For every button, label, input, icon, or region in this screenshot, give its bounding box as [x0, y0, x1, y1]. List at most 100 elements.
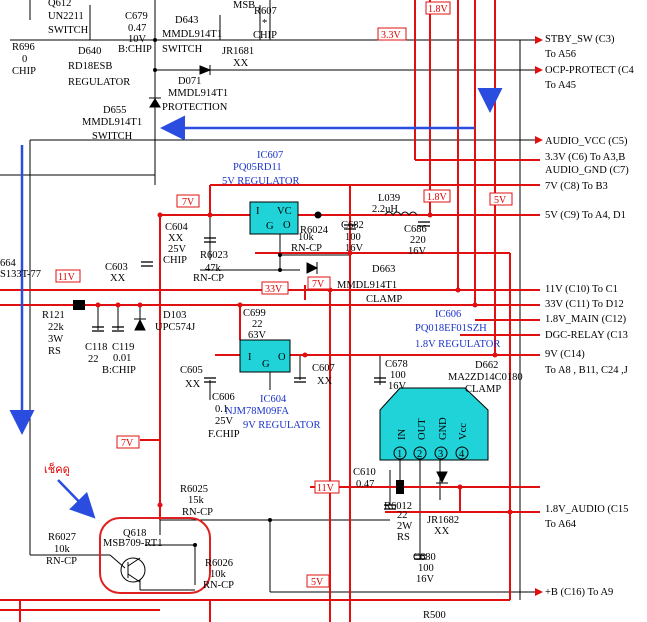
svg-text:16V: 16V — [416, 574, 435, 585]
svg-text:C607: C607 — [312, 363, 335, 374]
svg-text:C603: C603 — [105, 262, 128, 273]
svg-text:C605: C605 — [180, 365, 203, 376]
svg-text:F.CHIP: F.CHIP — [208, 429, 240, 440]
highlight-circle — [99, 517, 211, 594]
svg-text:3.3V: 3.3V — [381, 30, 402, 41]
conn-1v8-audio: 1.8V_AUDIO (C15 — [545, 504, 628, 515]
svg-text:R6023: R6023 — [200, 250, 228, 261]
diode-d662 — [436, 471, 448, 484]
annotation-check: เช็คดู — [44, 462, 70, 476]
blue-arrows — [9, 88, 503, 519]
svg-text:D643: D643 — [175, 15, 198, 26]
svg-text:22: 22 — [397, 510, 408, 521]
tag-7v-lower: 7V — [116, 435, 140, 449]
svg-text:7V: 7V — [182, 197, 195, 208]
ic606-desc: 1.8V REGULATOR — [415, 339, 500, 350]
conn-9v: 9V (C14) — [545, 349, 585, 360]
svg-text:22: 22 — [252, 319, 263, 330]
svg-text:SWITCH: SWITCH — [48, 25, 89, 36]
svg-text:16V: 16V — [408, 246, 427, 257]
diode-d663 — [306, 262, 319, 274]
svg-text:5V: 5V — [311, 577, 324, 588]
svg-text:16V: 16V — [388, 381, 407, 392]
svg-text:63V: 63V — [248, 330, 267, 341]
svg-text:*: * — [262, 18, 267, 29]
svg-text:CLAMP: CLAMP — [366, 294, 402, 305]
ic606-regulator: IN OUT GND Vcc 1 2 3 4 — [379, 387, 489, 461]
ic606-pin-out: OUT — [417, 418, 428, 440]
svg-text:C118: C118 — [85, 342, 107, 353]
svg-text:CHIP: CHIP — [253, 30, 277, 41]
svg-text:D071: D071 — [178, 76, 201, 87]
ic607-pin-vc: VC — [277, 206, 292, 217]
svg-text:1.8V: 1.8V — [428, 4, 449, 15]
ic604-part: NJM78M09FA — [225, 406, 289, 417]
ic606-num-3: 3 — [438, 449, 443, 460]
svg-text:RN-CP: RN-CP — [46, 556, 77, 567]
svg-text:C606: C606 — [212, 392, 235, 403]
svg-text:XX: XX — [185, 379, 201, 390]
svg-text:11V: 11V — [58, 272, 76, 283]
ic604-desc: 9V REGULATOR — [243, 420, 321, 431]
svg-text:RS: RS — [397, 532, 410, 543]
svg-text:25V: 25V — [168, 244, 187, 255]
svg-text:0.01: 0.01 — [113, 353, 131, 364]
red-wiring — [0, 0, 540, 622]
svg-text:100: 100 — [418, 563, 434, 574]
conn-stby-sw-to: To A56 — [545, 49, 576, 60]
svg-text:220: 220 — [410, 235, 426, 246]
tag-7v-ic607: 7V — [176, 194, 200, 208]
ic604-regulator: I O G — [239, 339, 291, 373]
ic607-pin-in: I — [256, 206, 260, 217]
svg-text:R607: R607 — [254, 6, 277, 17]
svg-text:B:CHIP: B:CHIP — [118, 44, 152, 55]
svg-text:R500: R500 — [423, 610, 446, 621]
ic606-pin-in: IN — [397, 429, 408, 440]
tag-5v-right: 5V — [489, 192, 513, 206]
component-labels: Q612 UN2211 SWITCH C679 0.47 10V B:CHIP … — [0, 0, 523, 621]
diode-d071 — [199, 65, 212, 75]
svg-text:10k: 10k — [54, 544, 71, 555]
svg-text:10V: 10V — [128, 34, 147, 45]
tag-1.8v-top: 1.8V — [425, 1, 451, 15]
tag-33v: 33V — [261, 281, 289, 295]
ic604-pin-in: I — [248, 352, 252, 363]
conn-1v8-audio-to: To A64 — [545, 519, 577, 530]
conn-11v: 11V (C10) To C1 — [545, 284, 618, 295]
svg-text:C680: C680 — [413, 552, 436, 563]
resistor-r121 — [73, 300, 85, 310]
tag-1.8v-mid: 1.8V — [423, 189, 451, 203]
svg-text:10k: 10k — [298, 232, 315, 243]
svg-text:SWITCH: SWITCH — [162, 44, 203, 55]
svg-text:R696: R696 — [12, 42, 35, 53]
tag-3.3v: 3.3V — [377, 27, 407, 41]
svg-text:0.47: 0.47 — [356, 479, 374, 490]
tag-11v-left: 11V — [55, 269, 81, 283]
svg-text:MMDL914T1: MMDL914T1 — [337, 280, 397, 291]
svg-text:5V: 5V — [494, 195, 507, 206]
svg-text:RN-CP: RN-CP — [291, 243, 322, 254]
svg-text:RN-CP: RN-CP — [182, 507, 213, 518]
svg-text:S133T-77: S133T-77 — [0, 269, 41, 280]
svg-text:MSB709-RT1: MSB709-RT1 — [103, 538, 162, 549]
tag-11v-lower: 11V — [314, 480, 340, 494]
inductor-l039 — [384, 211, 418, 216]
svg-text:XX: XX — [317, 376, 333, 387]
svg-text:Q612: Q612 — [48, 0, 71, 9]
svg-text:3W: 3W — [48, 334, 63, 345]
svg-text:10k: 10k — [210, 569, 227, 580]
ic607-regulator: I VC O G — [249, 201, 299, 235]
svg-text:SWITCH: SWITCH — [92, 131, 133, 142]
ic606-part: PQ018EF01SZH — [415, 323, 487, 334]
svg-text:Q618: Q618 — [123, 528, 146, 539]
ic604-ref: IC604 — [260, 394, 287, 405]
ic607-ref: IC607 — [257, 150, 283, 161]
conn-ocp-to: To A45 — [545, 80, 576, 91]
conn-plus-b: +B (C16) To A9 — [545, 587, 613, 598]
svg-text:MMDL914T1: MMDL914T1 — [162, 29, 222, 40]
ic607-desc: 5V REGULATOR — [222, 176, 300, 187]
svg-text:XX: XX — [233, 58, 249, 69]
svg-text:C679: C679 — [125, 11, 148, 22]
svg-text:UPC574J: UPC574J — [155, 322, 195, 333]
